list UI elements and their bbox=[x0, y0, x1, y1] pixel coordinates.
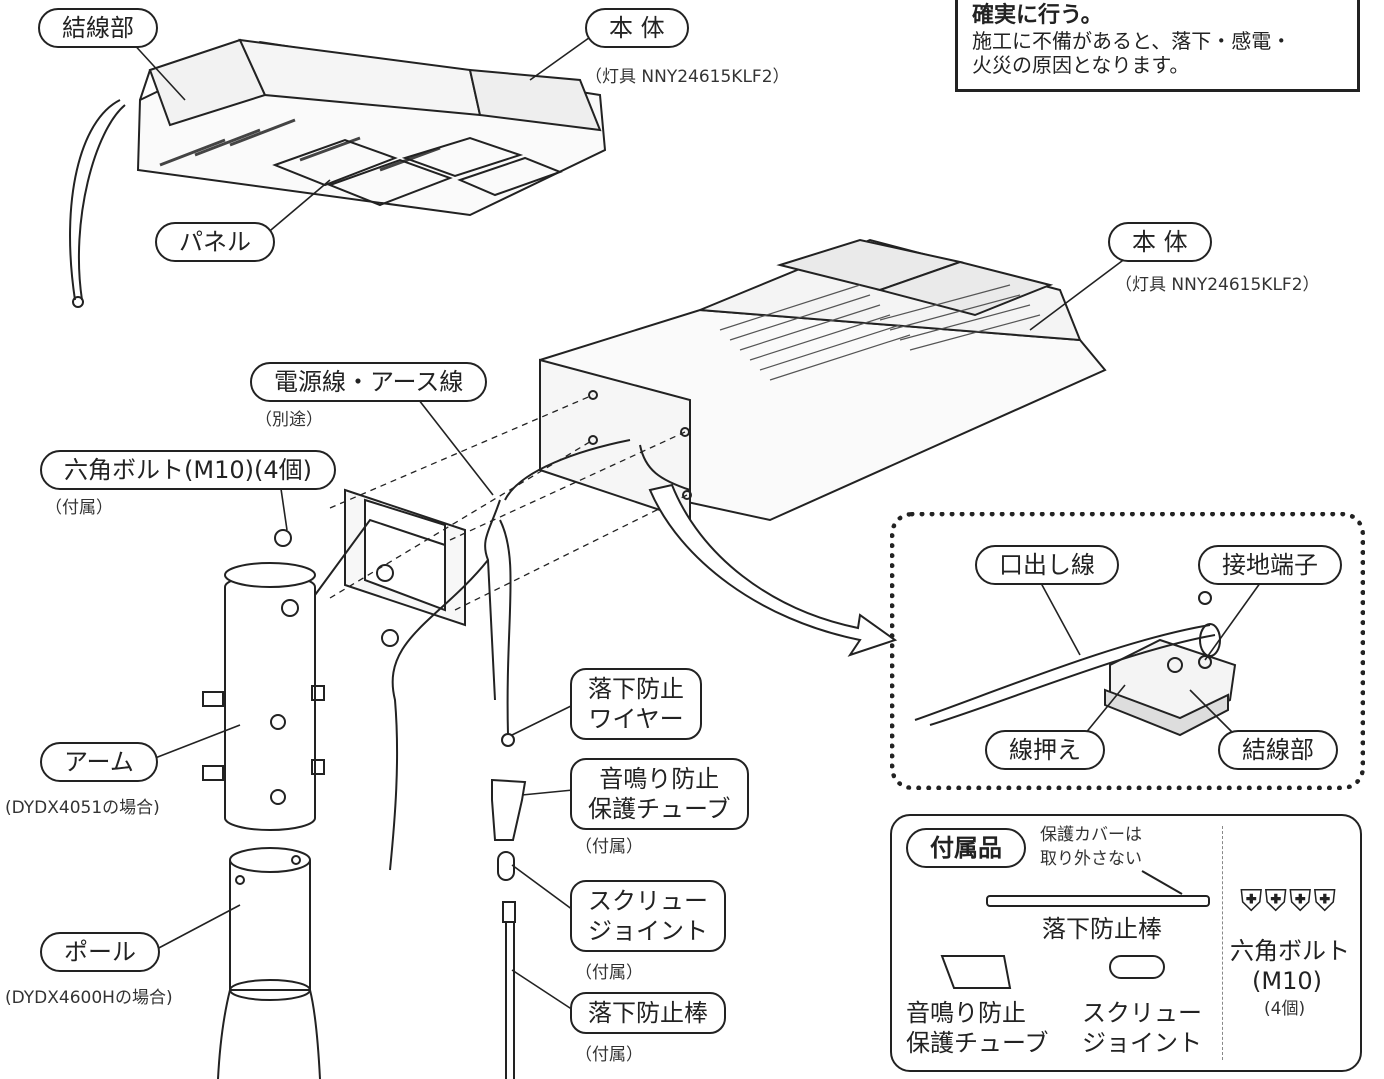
note-top-body: （灯具 NNY24615KLF2） bbox=[585, 67, 790, 87]
label-main-body: 本 体 bbox=[1108, 222, 1212, 262]
screw-line1: スクリュー bbox=[588, 887, 708, 915]
fall-wire-line1: 落下防止 bbox=[588, 675, 684, 703]
accessories-title: 付属品 bbox=[906, 828, 1026, 868]
label-screw-joint: スクリュー ジョイント bbox=[570, 880, 726, 952]
warning-box: 確実に行う。 施工に不備があると、落下・感電・ 火災の原因となります。 bbox=[955, 0, 1360, 92]
note-tube: （付属） bbox=[575, 837, 643, 857]
accessory-screw-line1: スクリュー bbox=[1082, 999, 1202, 1027]
accessory-screw-line2: ジョイント bbox=[1082, 1029, 1202, 1057]
note-arm: (DYDX4051の場合) bbox=[5, 798, 160, 818]
fall-wire-line2: ワイヤー bbox=[588, 705, 684, 733]
accessory-tube-line1: 音鳴り防止 bbox=[906, 999, 1026, 1027]
note-screw-joint: （付属） bbox=[575, 963, 643, 983]
accessory-bolt-count: (4個) bbox=[1264, 999, 1306, 1019]
tube-line1: 音鳴り防止 bbox=[599, 765, 720, 793]
label-hex-bolt: 六角ボルト(M10)(4個) bbox=[40, 450, 336, 490]
accessory-tube-drawing bbox=[940, 955, 1012, 989]
detail-arrow bbox=[648, 483, 898, 657]
warning-body-line2: 火災の原因となります。 bbox=[972, 53, 1190, 77]
label-fall-wire: 落下防止 ワイヤー bbox=[570, 668, 702, 740]
main-luminaire-drawing bbox=[539, 238, 1107, 522]
cover-note-line2: 取り外さない bbox=[1040, 849, 1142, 869]
accessories-separator bbox=[1222, 826, 1223, 1060]
label-top-panel: パネル bbox=[155, 222, 275, 262]
note-hex-bolt: （付属） bbox=[45, 498, 113, 518]
note-pole: (DYDX4600Hの場合) bbox=[5, 988, 173, 1008]
top-luminaire-drawing bbox=[69, 38, 607, 308]
tube-line2: 保護チューブ bbox=[588, 795, 731, 823]
cover-note-line1: 保護カバーは bbox=[1040, 825, 1142, 845]
accessory-rod-label: 落下防止棒 bbox=[1042, 915, 1162, 943]
label-pole: ポール bbox=[40, 932, 160, 972]
label-tube: 音鳴り防止 保護チューブ bbox=[570, 758, 749, 830]
fall-parts-drawing bbox=[491, 778, 527, 1079]
warning-heading: 確実に行う。 bbox=[972, 3, 1103, 28]
accessories-panel: 付属品 保護カバーは 取り外さない 落下防止棒 音鳴り防止 保護チューブ スクリ… bbox=[890, 814, 1362, 1072]
note-fall-rod: （付属） bbox=[575, 1045, 643, 1065]
accessory-bolts-drawing: ⛨⛨⛨⛨ bbox=[1240, 884, 1338, 919]
label-detail-wiring: 結線部 bbox=[1218, 730, 1338, 770]
label-top-body: 本 体 bbox=[585, 8, 689, 48]
arm-drawing bbox=[202, 488, 466, 831]
leader-lines bbox=[129, 29, 1269, 1011]
note-power-wire: （別途） bbox=[255, 410, 323, 430]
detail-panel bbox=[890, 512, 1365, 790]
warning-body-line1: 施工に不備があると、落下・感電・ bbox=[972, 29, 1292, 53]
assembly-guides bbox=[329, 394, 688, 611]
label-fall-rod: 落下防止棒 bbox=[570, 992, 726, 1034]
accessory-bolt-line2: (M10) bbox=[1252, 967, 1322, 995]
label-ground-terminal: 接地端子 bbox=[1198, 545, 1342, 585]
note-main-body: （灯具 NNY24615KLF2） bbox=[1115, 275, 1320, 295]
power-wire-drawing bbox=[389, 439, 631, 871]
label-arm: アーム bbox=[40, 742, 158, 782]
label-top-wiring: 結線部 bbox=[38, 8, 158, 48]
accessory-rod-drawing bbox=[986, 895, 1210, 907]
label-clamp: 線押え bbox=[985, 730, 1105, 770]
pole-drawing bbox=[217, 847, 321, 1079]
accessory-drawings bbox=[940, 870, 1210, 989]
accessory-screw-drawing bbox=[1109, 955, 1165, 979]
label-power-wire: 電源線・アース線 bbox=[250, 362, 488, 402]
accessory-tube-line2: 保護チューブ bbox=[906, 1029, 1049, 1057]
screw-line2: ジョイント bbox=[588, 917, 708, 945]
label-lead-wire: 口出し線 bbox=[975, 545, 1119, 585]
accessory-bolt-line1: 六角ボルト bbox=[1230, 937, 1350, 965]
